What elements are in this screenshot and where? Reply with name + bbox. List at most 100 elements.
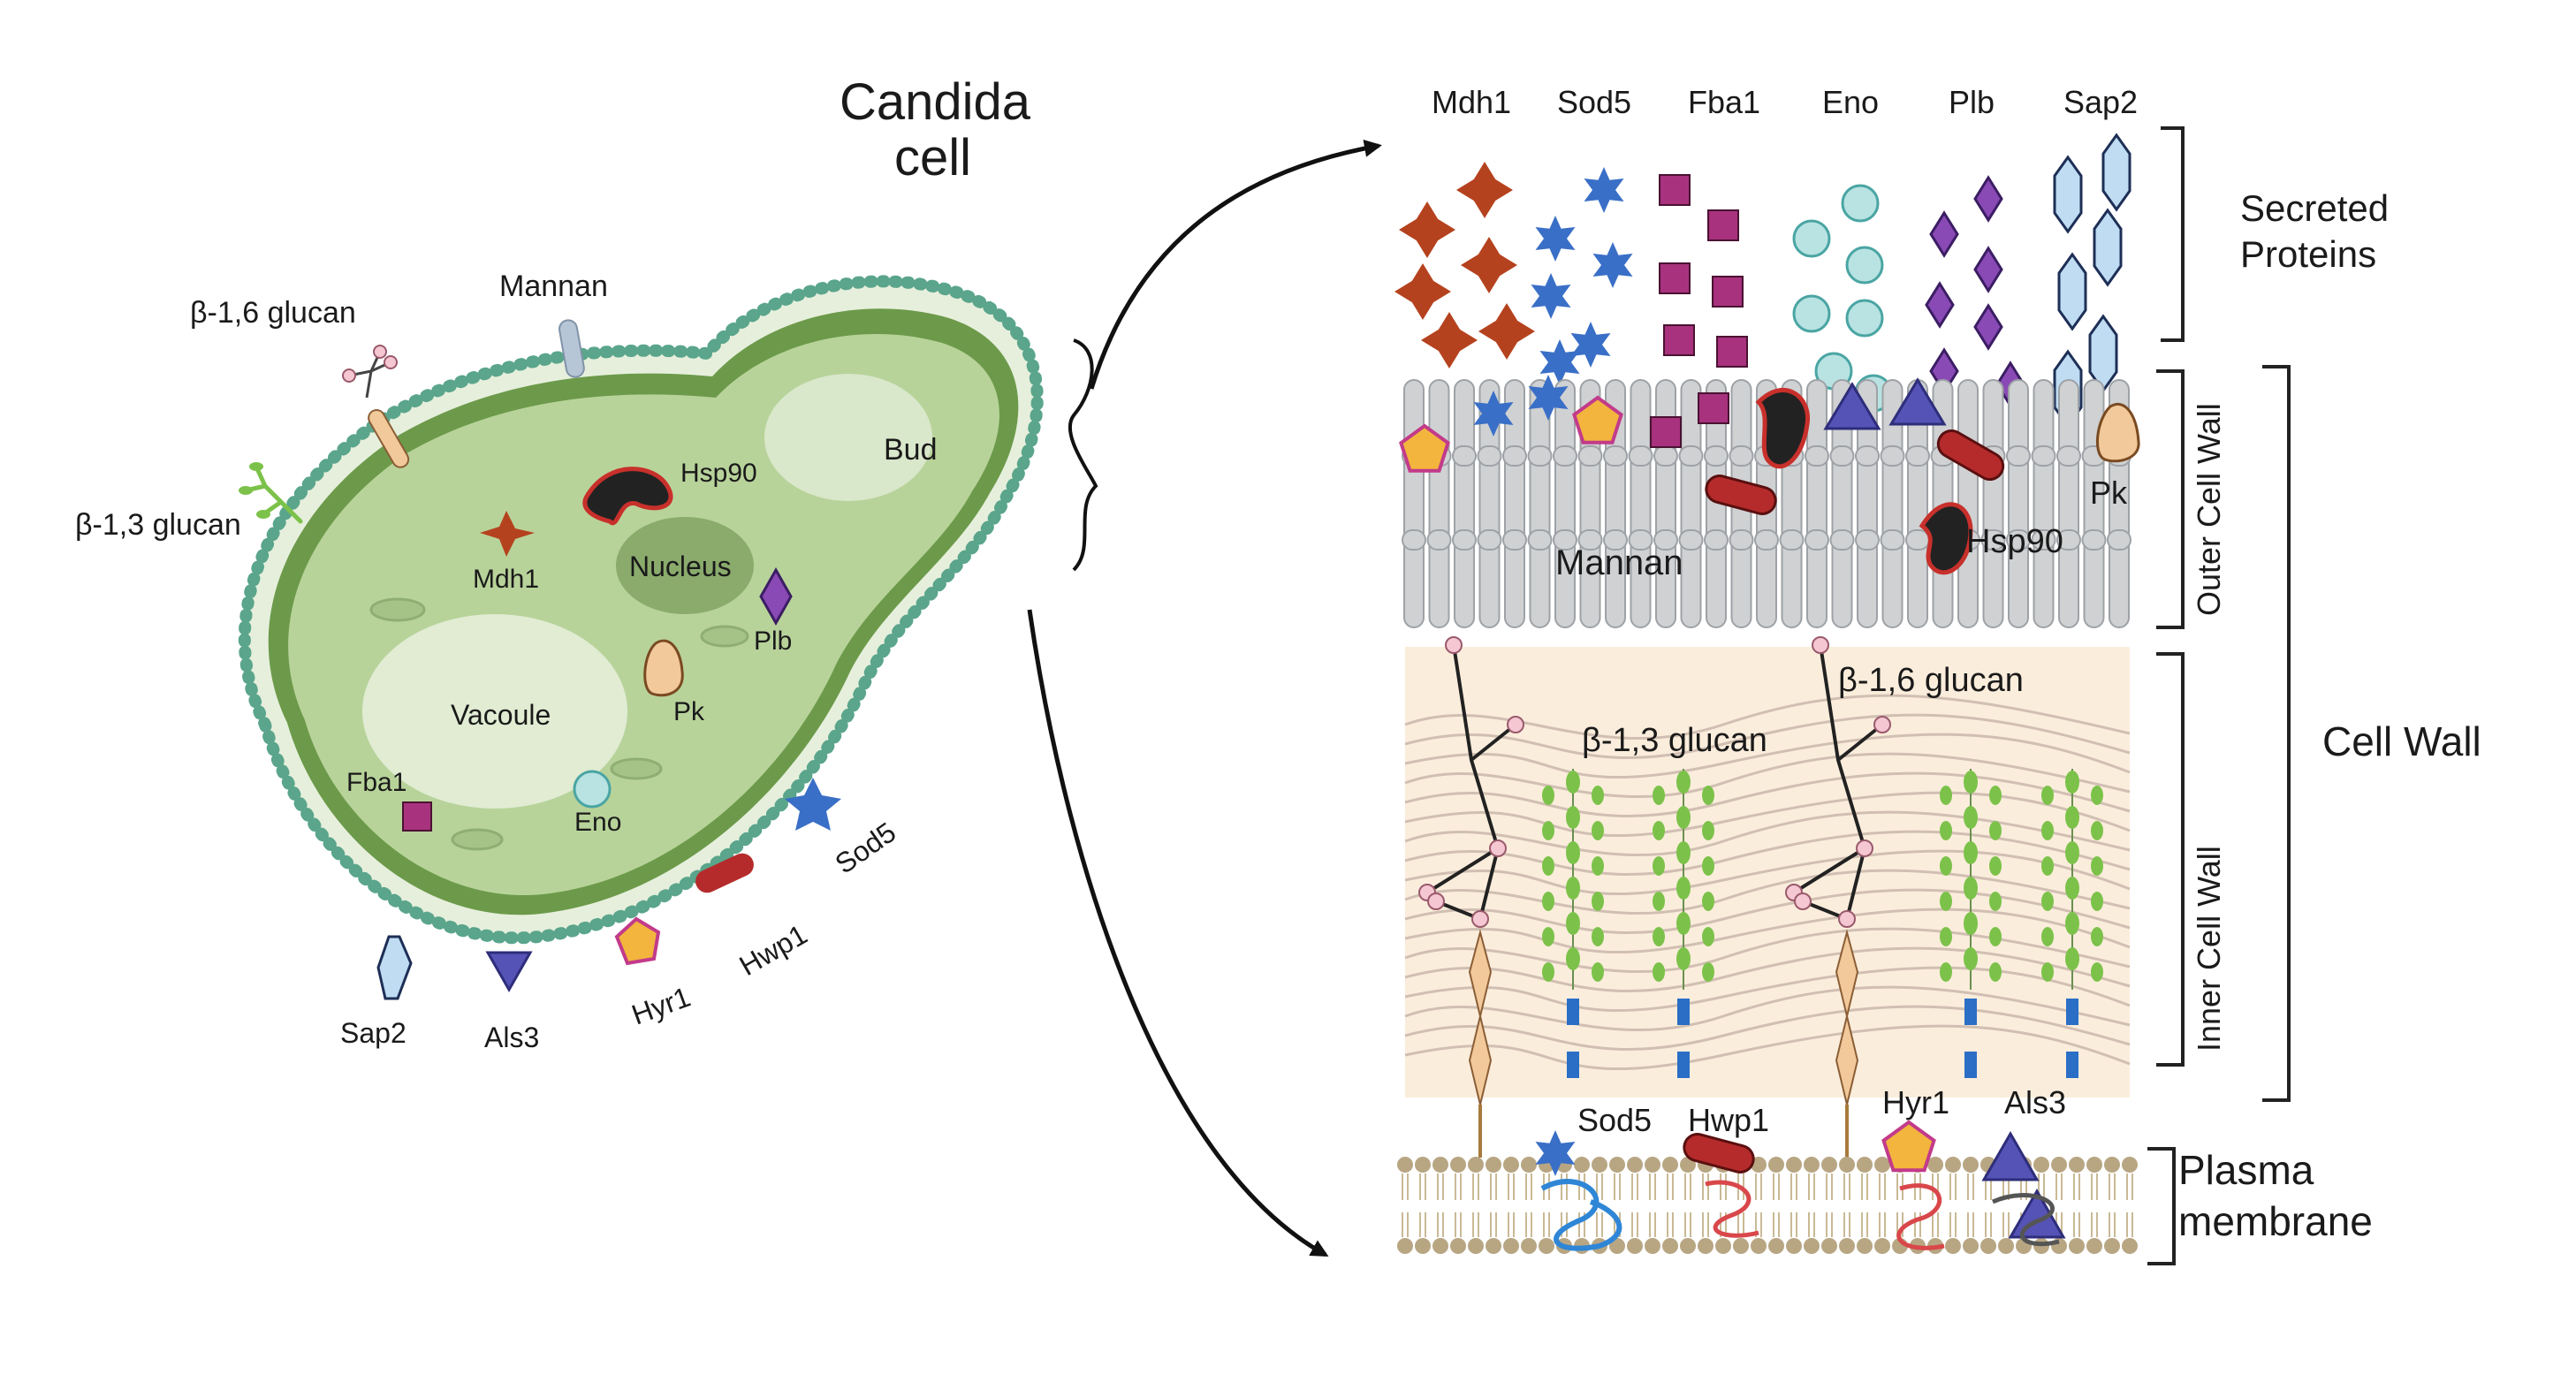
mannan-rod — [1806, 379, 1828, 628]
lipid-head — [1998, 1238, 2014, 1254]
hwp1-outer-icon — [1705, 475, 1777, 515]
als3-membrane-icon — [1981, 1130, 2040, 1181]
pk-label-outer: Pk — [2090, 475, 2128, 511]
mannan-rod-knob — [1553, 529, 1577, 551]
sap2-secreted-icon — [2101, 133, 2131, 212]
lipid-head — [2086, 1157, 2102, 1173]
lipid-head — [1680, 1238, 1696, 1254]
mannan-rod-knob — [2031, 445, 2056, 467]
column-label-eno: Eno — [1822, 84, 1879, 120]
column-label-sap2: Sap2 — [2063, 84, 2138, 120]
sod5-secreted-icon — [1584, 167, 1624, 213]
fba1-secreted-icon — [1663, 324, 1695, 356]
mannan-rod — [1857, 379, 1878, 628]
b16-bead — [1812, 636, 1829, 654]
glucan-bead — [2065, 806, 2079, 829]
fba1-label: Fba1 — [346, 768, 407, 797]
b16-bead — [1489, 839, 1507, 857]
lipid-head — [1733, 1238, 1749, 1254]
lipid-head — [1768, 1238, 1784, 1254]
lipid-head — [1857, 1157, 1873, 1173]
lipid-head — [1715, 1238, 1731, 1254]
b16-bead — [1794, 892, 1812, 910]
mdh1-icon — [480, 511, 535, 557]
glucan-bead — [1566, 877, 1580, 900]
lipid-head — [1521, 1238, 1537, 1254]
b16-bead — [1873, 716, 1891, 733]
glucan-bead — [1566, 912, 1580, 935]
lipid-head — [1786, 1238, 1802, 1254]
b16-bead — [384, 355, 398, 369]
hwp1-label: Hwp1 — [734, 918, 813, 982]
eno-label: Eno — [574, 808, 621, 837]
lipid-head — [1751, 1238, 1767, 1254]
mannan-rod-knob — [1729, 445, 1754, 467]
cell-wall-brace — [1068, 338, 1098, 572]
mannan-rod — [1529, 379, 1551, 628]
mannan-rod-knob — [1603, 529, 1628, 551]
glucan-bead — [1676, 877, 1691, 900]
b16-bead — [1445, 636, 1463, 654]
glucan-bead — [2041, 892, 2054, 911]
glucan-bead — [2065, 771, 2079, 794]
b16-glucan-label: β-1,6 glucan — [190, 296, 356, 330]
lipid-head — [1432, 1238, 1448, 1254]
mannan-rod-knob — [1426, 529, 1452, 551]
glucan-bead — [1702, 856, 1714, 876]
mannan-rod — [1554, 379, 1576, 628]
eno-secreted-icon — [1792, 294, 1831, 333]
glucan-bead — [1592, 821, 1604, 840]
mdh1-secreted-icon — [1461, 237, 1517, 293]
glucan-bead — [1940, 786, 1952, 805]
mannan-rod-knob — [1402, 529, 1426, 551]
gpi-anchor — [1677, 999, 1690, 1025]
lipid-head — [2051, 1238, 2067, 1254]
mannan-rod-knob — [1577, 445, 1603, 467]
plb-secreted-icon — [1973, 303, 2003, 351]
inner-wall-fiber — [1404, 1005, 2131, 1052]
glucan-bead — [2065, 877, 2079, 900]
inner-wall-fiber — [1404, 830, 2131, 877]
sod5-label-membrane: Sod5 — [1577, 1102, 1652, 1138]
hyr1-membrane-icon — [1881, 1120, 1936, 1173]
lipid-head — [1963, 1238, 1979, 1254]
hyr1-outer-icon — [1399, 423, 1450, 473]
gpi-anchor — [1677, 1052, 1690, 1078]
mdh1-secreted-icon — [1478, 303, 1535, 360]
lipid-head — [1804, 1238, 1820, 1254]
glucan-bead — [2065, 841, 2079, 864]
lipid-head — [1450, 1238, 1466, 1254]
mannan-rod-knob — [1577, 529, 1603, 551]
mannan-icon — [559, 319, 585, 378]
inner-wall-fiber — [1404, 810, 2131, 857]
mannan-rod-knob — [1527, 445, 1553, 467]
b16-bead — [1471, 910, 1489, 928]
mannan-rod — [1831, 379, 1853, 628]
sod5-icon — [785, 778, 841, 831]
inner-wall-fiber — [1404, 927, 2131, 974]
gpi-anchor — [1964, 1052, 1977, 1078]
lipid-head — [1662, 1238, 1678, 1254]
candida-cell: Bud Nucleus Vacoule Hsp90 Mdh1 Plb Pk Fb… — [75, 270, 1044, 1053]
b16-glucan-label-inner: β-1,6 glucan — [1838, 662, 2024, 699]
mannan-rod-knob — [1653, 445, 1678, 467]
sap2-secreted-icon — [2093, 208, 2123, 287]
plb-icon — [759, 566, 793, 627]
mannan-rod-knob — [1452, 445, 1477, 467]
inner-wall-fiber — [1404, 966, 2131, 1012]
inner-wall-fiber — [1404, 733, 2131, 779]
glucan-bead — [1653, 786, 1665, 805]
lipid-head — [1839, 1157, 1855, 1173]
mannan-rod — [1403, 379, 1425, 628]
b13-glucan-label: β-1,3 glucan — [75, 508, 241, 542]
glucan-bead — [2041, 821, 2054, 840]
b16-bead — [1838, 910, 1856, 928]
glucan-bead — [1653, 892, 1665, 911]
glucan-bead — [1702, 821, 1714, 840]
glucan-bead — [1676, 912, 1691, 935]
glucan-bead — [2041, 786, 2054, 805]
glucan-bead — [2091, 892, 2103, 911]
arrow-to-membrane — [1027, 609, 1329, 1257]
sod5-outer-icon — [1473, 391, 1514, 437]
